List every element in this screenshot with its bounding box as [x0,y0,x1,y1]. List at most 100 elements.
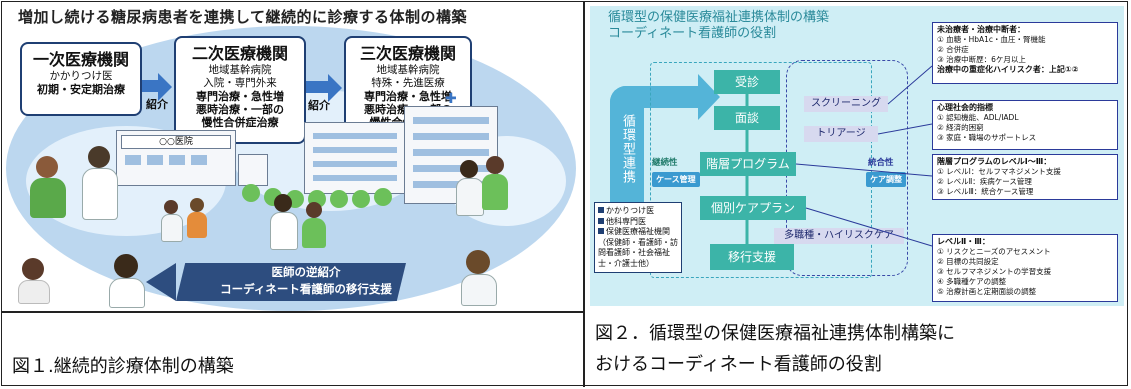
note1-item: ① 血糖・HbA1c・血圧・腎機能 [937,35,1046,44]
referral-label-1: 紹介 [146,98,168,111]
note4-item: ④ 多職種ケアの調整 [937,277,1007,286]
secondary-care-box: 二次医療機関 地域基幹病院 入院・専門外来 専門治療・急性増 悪時治療・一部の … [174,36,306,144]
stakeholder-item: 他科専門医 [598,217,678,228]
circulation-loop-top [610,86,700,108]
multidisciplinary-pill: 多職種・ハイリスクケア [774,228,904,244]
doctor-icon [270,194,298,250]
step-care-plan: 個別ケアプラン [700,196,806,220]
note2-item: ③ 家庭・職場のサポートレス [937,133,1037,142]
primary-line1: かかりつけ医 [49,70,113,82]
window-row [313,147,397,153]
note-psychosocial: 心理社会的指標 ① 認知機能、ADL/IADL ② 経済的困窮 ③ 家庭・職場の… [932,100,1118,150]
triage-pill: トリアージ [804,126,878,142]
circulation-loop-label: 循環型連携 [620,114,635,184]
referral-arrow-1-shaft [142,80,158,92]
note3-item: ① レベルⅠ：セルフマネジメント支援 [937,167,1061,176]
caption-divider [1,311,584,313]
tertiary-line1: 地域基幹病院 [376,64,440,76]
step-visit: 受診 [714,70,780,94]
figure2-diagram: 循環型の保健医療福祉連携体制の構築 コーディネート看護師の役割 循環型連携 継続… [590,6,1124,306]
reverse-line2: コーディネート看護師の移行支援 [220,282,392,296]
regional-hospital-building [304,122,406,194]
patient-icon [482,156,508,210]
stakeholder-list: かかりつけ医 他科専門医 保健医療福祉機関（保健師・看護師・訪問看護師・社会福祉… [594,202,682,273]
note3-item: ② レベルⅡ：疾病ケース管理 [937,177,1032,186]
secondary-line2: 入院・専門外来 [203,77,277,89]
window-row [413,149,489,156]
note2-heading: 心理社会的指標 [937,103,993,112]
figure2-title: 循環型の保健医療福祉連携体制の構築 コーディネート看護師の役割 [608,10,829,42]
window-row [413,165,489,172]
tertiary-heading: 三次医療機関 [359,44,456,63]
step-interview: 面談 [714,106,780,130]
window-row [413,181,489,188]
note1-item: ③ 治療中断歴：6ケ月以上 [937,55,1026,64]
nurse-icon [456,160,484,216]
figure2-title-line1: 循環型の保健医療福祉連携体制の構築 [608,10,830,25]
integration-label: 統合性 [868,158,894,168]
reverse-line1: 医師の逆紹介 [271,265,341,279]
tertiary-line2: 特殊・先進医療 [371,77,445,89]
note1-item: ② 合併症 [937,45,969,54]
note4-heading: レベルⅡ・Ⅲ： [937,237,990,246]
stakeholder-item: かかりつけ医 [598,206,678,217]
primary-line2: 初期・安定期治療 [37,83,125,96]
figure2-caption-line2: おけるコーディネート看護師の役割 [595,354,882,375]
primary-care-box: 一次医療機関 かかりつけ医 初期・安定期治療 [20,42,142,116]
tertiary-line3: 専門治療・急性増 [364,90,452,103]
tree-icon [242,184,260,202]
note4-item: ① リスクとニーズのアセスメント [937,247,1051,256]
window [147,155,163,165]
care-adjust-tag: ケア調整 [866,172,906,187]
figure2-caption-line1: 図２．循環型の保健医療福祉連携体制構築に [595,323,955,344]
window-row [413,133,489,140]
stakeholder-item: 保健医療福祉機関（保健師・看護師・訪問看護師・社会福祉士・介護士他） [598,227,678,268]
note-tier-levels: 階層プログラムのレベルⅠ～Ⅲ： ① レベルⅠ：セルフマネジメント支援 ② レベル… [932,154,1118,200]
screening-pill: スクリーニング [804,96,888,112]
window-row [413,117,489,124]
referral-arrow-2 [328,74,342,102]
secondary-line4: 悪時治療・一部の [196,103,284,116]
tree-icon [374,188,392,206]
patient-icon [30,156,66,218]
reverse-referral-band [176,263,406,301]
tree-icon [330,190,348,208]
referral-label-2: 紹介 [308,99,330,112]
note1-heading: 未治療者・治療中断者： [937,25,1025,34]
reverse-referral-text: 医師の逆紹介 コーディネート看護師の移行支援 [176,264,436,300]
note2-item: ① 認知機能、ADL/IADL [937,113,1019,122]
figure2-title-line2: コーディネート看護師の役割 [608,26,777,41]
primary-heading: 一次医療機関 [32,50,129,69]
small-building [238,154,268,186]
phone-nurse-icon [461,250,497,306]
figure2-caption: 図２．循環型の保健医療福祉連携体制構築に おけるコーディネート看護師の役割 [595,318,955,380]
figure1-diagram: 増加し続ける糖尿病患者を連携して継続的に診療する体制の構築 一次医療機関 かかり… [6,6,578,311]
note4-item: ② 目標の共同設定 [937,257,999,266]
note-level-2-3: レベルⅡ・Ⅲ： ① リスクとニーズのアセスメント ② 目標の共同設定 ③ セルフ… [932,234,1118,302]
window [191,155,207,165]
window-row [313,175,397,181]
case-management-tag: ケース管理 [652,172,700,187]
phone-doctor-icon [109,254,145,308]
referral-arrow-1 [158,73,172,101]
step-transition-support: 移行支援 [710,244,794,270]
tree-icon [352,190,370,208]
secondary-line5: 慢性合併症治療 [201,116,279,129]
step-tier-program: 階層プログラム [700,152,796,176]
nurse-icon [161,200,183,242]
figure-divider [583,1,585,387]
clinic-sign: ○○医院 [121,135,231,149]
window [125,155,141,165]
note4-item: ⑤ 治療計画と定期面談の調整 [937,287,1037,296]
note4-item: ③ セルフマネジメントの学習支援 [937,267,1052,276]
secondary-heading: 二次医療機関 [191,44,288,63]
figure1-caption: 図１.継続的診療体制の構築 [12,356,234,377]
note1-footer: 治療中の重症化ハイリスク者：上記①② [937,65,1079,74]
note3-item: ③ レベルⅢ：統合ケース管理 [937,187,1034,196]
window [169,155,185,165]
window-row [313,133,397,139]
clinic-building: ○○医院 [116,130,236,186]
note3-heading: 階層プログラムのレベルⅠ～Ⅲ： [937,157,1052,166]
patient-icon [302,202,326,248]
